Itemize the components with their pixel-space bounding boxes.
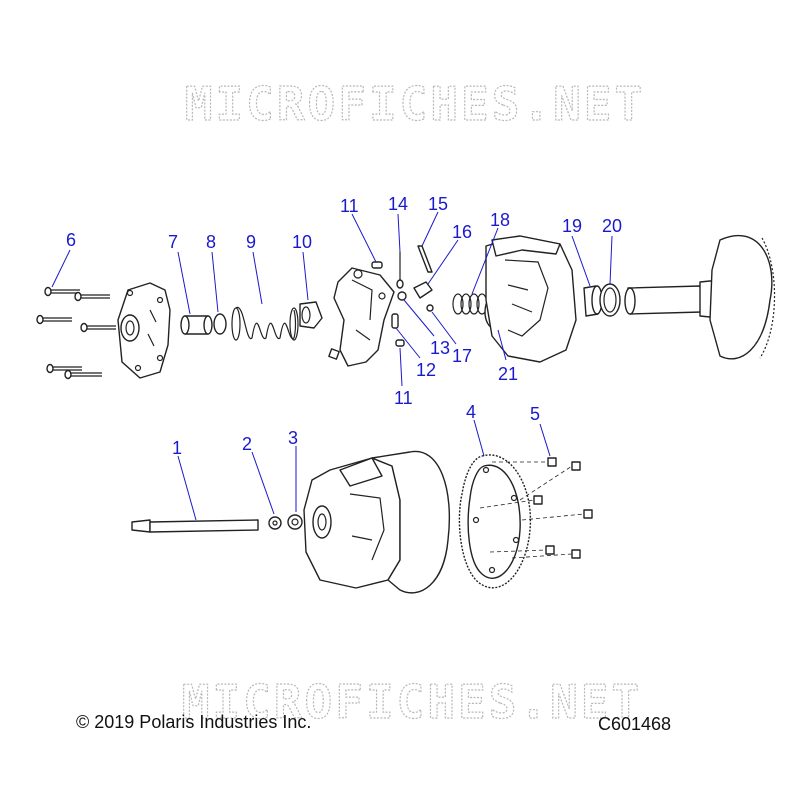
callout-15: 15 (428, 194, 448, 214)
callout-10: 10 (292, 232, 312, 252)
watermark-bottom: MICROFICHES.NET (182, 675, 642, 729)
spring-cup-10 (299, 301, 323, 329)
leader-lines (51, 211, 613, 521)
callout-19: 19 (562, 216, 582, 236)
spider-assembly (328, 267, 395, 367)
callout-12: 12 (416, 360, 436, 380)
cover-plate (117, 282, 171, 379)
callout-9: 9 (246, 232, 256, 252)
clutch-assembly (303, 450, 451, 594)
bolt-1 (131, 519, 259, 533)
callout-18: 18 (490, 210, 510, 230)
callout-11-lower: 11 (394, 388, 413, 408)
moveable-sheave (485, 235, 577, 363)
callout-16: 16 (452, 222, 472, 242)
callout-21: 21 (498, 364, 518, 384)
washer-2 (268, 516, 282, 530)
callout-4: 4 (466, 402, 476, 422)
callout-17: 17 (452, 346, 472, 366)
snap-ring-8 (213, 313, 227, 335)
watermark-top: MICROFICHES.NET (185, 77, 645, 131)
callout-3: 3 (288, 428, 298, 448)
small-parts-15-17 (413, 245, 434, 312)
screw-set-5 (479, 457, 593, 559)
callout-13: 13 (430, 338, 450, 358)
diagram-code: C601468 (598, 714, 671, 734)
fixed-sheave-shaft (624, 234, 776, 360)
washer-3 (287, 514, 303, 530)
callout-labels: 6 7 8 9 10 11 14 15 16 18 19 20 13 12 17… (66, 194, 622, 458)
rings-19-20 (583, 283, 621, 317)
callout-20: 20 (602, 216, 622, 236)
callout-5: 5 (530, 404, 540, 424)
callout-14: 14 (388, 194, 408, 214)
spring-9 (231, 307, 299, 341)
callout-6: 6 (66, 230, 76, 250)
callout-1: 1 (172, 438, 182, 458)
springs-18 (452, 293, 488, 315)
callout-7: 7 (168, 232, 178, 252)
copyright-notice: © 2019 Polaris Industries Inc. (76, 712, 311, 732)
callout-11-upper: 11 (340, 196, 359, 216)
callout-8: 8 (206, 232, 216, 252)
small-parts-11-14 (371, 252, 407, 347)
bushing-7 (180, 315, 213, 335)
callout-2: 2 (242, 434, 252, 454)
ring-gear-4 (458, 454, 532, 589)
bolt-set-6 (36, 286, 116, 380)
